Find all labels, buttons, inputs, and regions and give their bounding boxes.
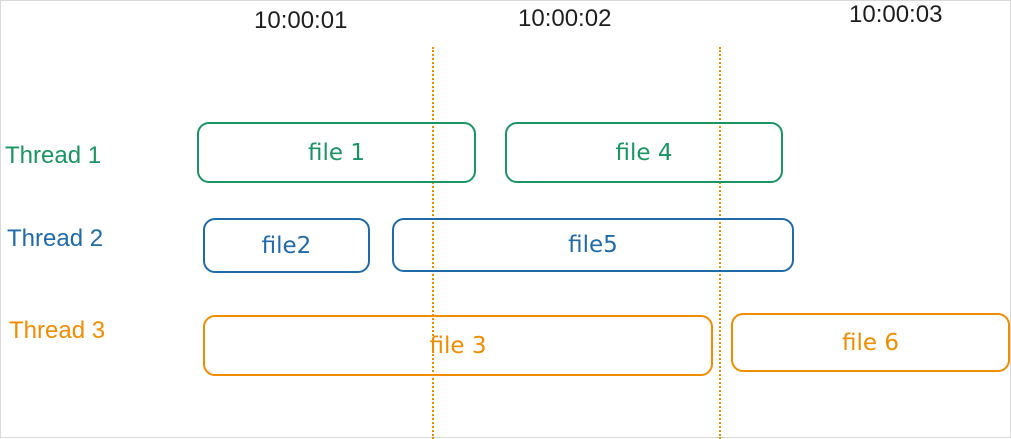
time-marker-line-2 [719, 47, 721, 439]
task-label: file 4 [615, 139, 673, 166]
time-label-1: 10:00:01 [254, 7, 348, 34]
thread-3-label: Thread 3 [9, 317, 106, 344]
task-label: file2 [261, 232, 312, 259]
time-label-3: 10:00:03 [849, 1, 943, 28]
time-marker-line-1 [432, 47, 434, 439]
task-file-4: file 4 [505, 122, 783, 183]
task-file-6: file 6 [731, 313, 1010, 372]
task-label: file 1 [308, 139, 365, 166]
time-label-2: 10:00:02 [518, 5, 612, 32]
task-label: file 3 [429, 332, 487, 359]
task-file2: file2 [203, 218, 370, 273]
task-file-3: file 3 [203, 315, 713, 376]
task-label: file5 [568, 232, 618, 258]
thread-1-label: Thread 1 [5, 142, 102, 169]
thread-2-label: Thread 2 [7, 225, 104, 252]
task-file-1: file 1 [197, 122, 476, 183]
task-file5: file5 [392, 218, 794, 272]
task-label: file 6 [842, 329, 899, 356]
